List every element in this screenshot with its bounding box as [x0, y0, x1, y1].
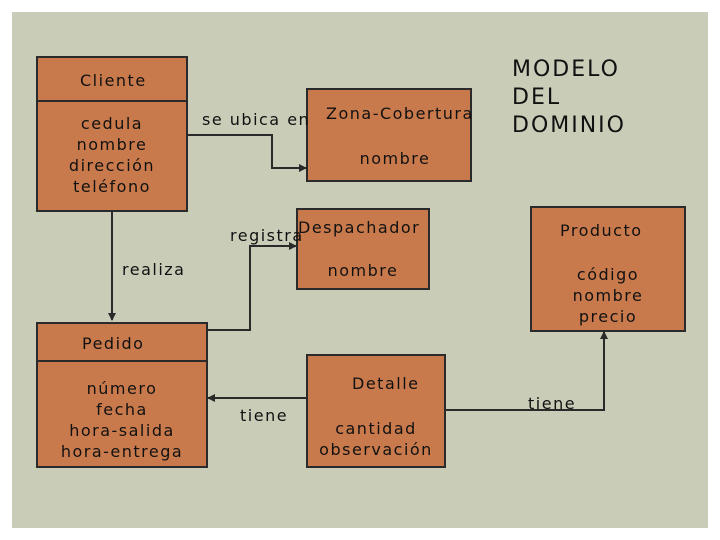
attr-direccion: dirección — [68, 156, 156, 175]
attr-hora-salida: hora-salida — [69, 421, 175, 440]
entity-producto[interactable]: Producto código nombre precio — [530, 206, 686, 332]
attr-numero: número — [86, 379, 158, 398]
attr-nombre: nombre — [76, 135, 148, 154]
entity-pedido-divider — [38, 360, 206, 362]
entity-pedido-name: Pedido — [82, 334, 145, 353]
attr-fecha: fecha — [96, 400, 148, 419]
relation-label-realiza: realiza — [122, 260, 186, 279]
entity-cliente-divider — [38, 100, 186, 102]
relation-label-registra: registra — [230, 226, 304, 245]
attr-nombre: nombre — [572, 286, 644, 305]
diagram-title: MODELO DEL DOMINIO — [512, 56, 626, 140]
entity-pedido-attributes: número fecha hora-salida hora-entrega — [38, 378, 206, 462]
connector-registra — [206, 242, 297, 331]
attr-telefono: teléfono — [73, 177, 151, 196]
entity-producto-attributes: código nombre precio — [532, 264, 684, 327]
entity-despachador[interactable]: Despachador nombre — [296, 208, 430, 290]
entity-detalle-name: Detalle — [352, 374, 420, 393]
attr-precio: precio — [578, 307, 638, 326]
entity-despachador-attributes: nombre — [298, 260, 428, 281]
attr-cantidad: cantidad — [335, 419, 417, 438]
entity-cliente-name: Cliente — [80, 71, 147, 90]
relation-label-ubica: se ubica en — [202, 110, 311, 129]
entity-despachador-name: Despachador — [298, 218, 421, 237]
entity-pedido[interactable]: Pedido número fecha hora-salida hora-ent… — [36, 322, 208, 468]
connector-ubica — [188, 134, 307, 172]
relation-label-tiene-detalle: tiene — [240, 406, 289, 425]
attr-observacion: observación — [319, 440, 433, 459]
entity-cliente[interactable]: Cliente cedula nombre dirección teléfono — [36, 56, 188, 212]
attr-hora-entrega: hora-entrega — [60, 442, 184, 461]
entity-cliente-attributes: cedula nombre dirección teléfono — [38, 113, 186, 197]
title-line-2: DEL — [512, 85, 562, 110]
attr-cedula: cedula — [80, 114, 144, 133]
attr-nombre: nombre — [359, 149, 431, 168]
relation-label-tiene-producto: tiene — [528, 394, 577, 413]
entity-detalle-attributes: cantidad observación — [308, 418, 444, 460]
title-line-1: MODELO — [512, 57, 620, 82]
connector-tiene-producto — [446, 331, 608, 411]
title-line-3: DOMINIO — [512, 113, 626, 138]
entity-zona-attributes: nombre — [320, 148, 470, 169]
entity-zona-name: Zona-Cobertura — [326, 104, 474, 123]
attr-codigo: código — [576, 265, 640, 284]
entity-detalle[interactable]: Detalle cantidad observación — [306, 354, 446, 468]
entity-zona-cobertura[interactable]: Zona-Cobertura nombre — [306, 88, 472, 182]
entity-producto-name: Producto — [560, 221, 643, 240]
attr-nombre: nombre — [327, 261, 399, 280]
